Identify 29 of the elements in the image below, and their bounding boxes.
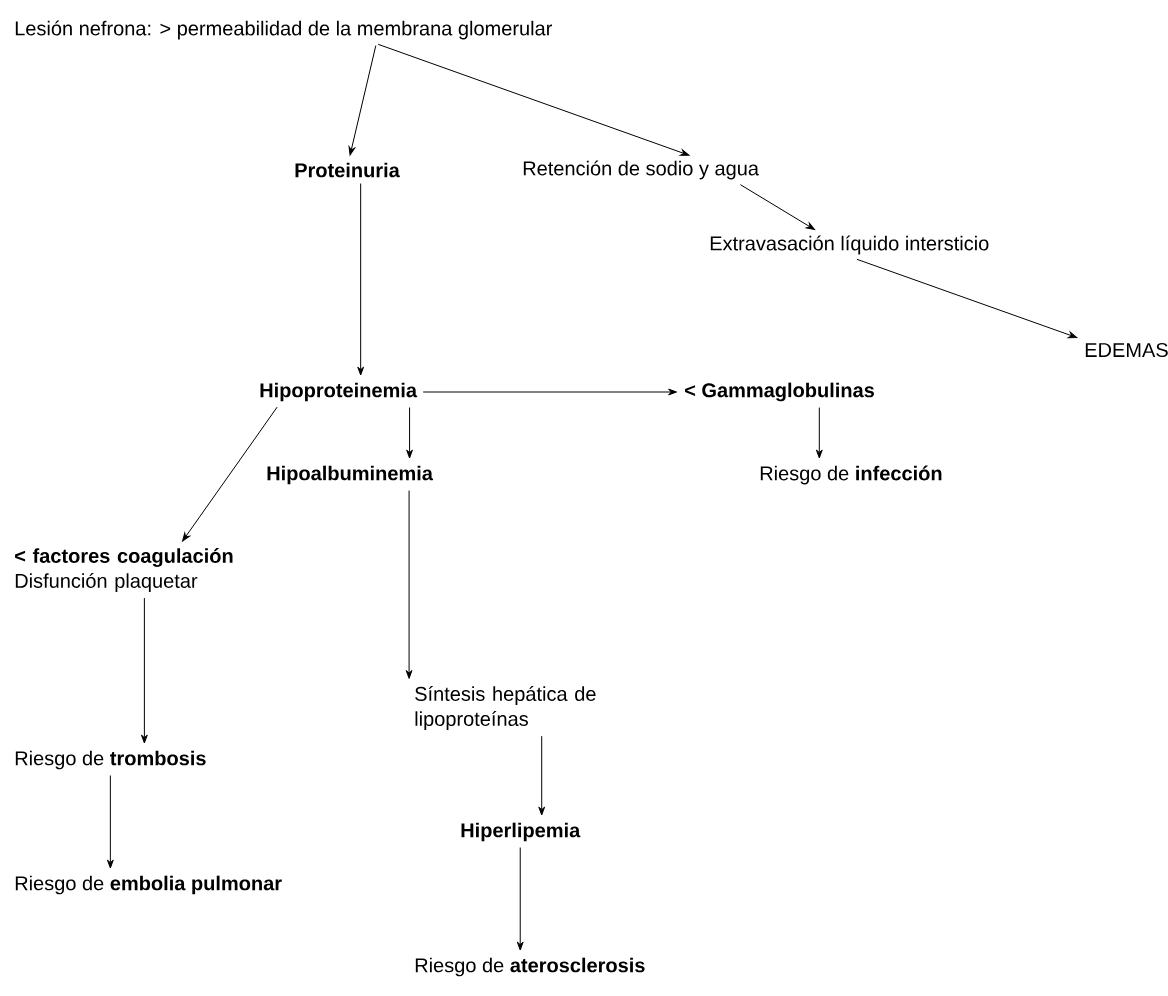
- flow-text: Proteinuria: [295, 162, 400, 178]
- arrow: [377, 43, 690, 156]
- flow-text: Riesgo de aterosclerosis: [415, 957, 645, 977]
- flow-text: < factores coagulación Disfunción plaquetar: [15, 548, 233, 592]
- arrow: [815, 407, 823, 459]
- arrow: [422, 388, 678, 396]
- arrow: [739, 184, 816, 231]
- flow-text: EDEMAS: [1085, 342, 1168, 358]
- arrow: [516, 847, 524, 951]
- arrow: [106, 775, 114, 869]
- flow-text: Hipoproteinemia: [260, 382, 418, 402]
- arrow: [141, 597, 148, 744]
- flow-text: Riesgo de trombosis: [15, 750, 206, 770]
- flow-text: < Gammaglobulinas: [685, 382, 874, 402]
- arrow: [856, 258, 1078, 339]
- arrow: [405, 490, 413, 679]
- flow-text: Lesión nefrona: > permeabilidad de la membrana glomerular: [15, 20, 552, 40]
- arrow: [348, 45, 377, 156]
- arrow: [357, 183, 365, 376]
- arrow: [538, 735, 546, 816]
- flow-text: Hipoalbuminemia: [267, 465, 434, 485]
- flow-text: Extravasación líquido intersticio: [710, 235, 989, 255]
- arrow: [406, 407, 413, 459]
- flow-text: Retención de sodio y agua: [523, 160, 759, 180]
- flow-text: Síntesis hepática de lipoproteínas: [415, 686, 596, 730]
- arrow: [182, 406, 278, 542]
- flow-text: Riesgo de embolia pulmonar: [15, 875, 282, 895]
- flow-text: Riesgo de infección: [760, 465, 942, 485]
- flow-text: Hiperlipemia: [461, 822, 581, 842]
